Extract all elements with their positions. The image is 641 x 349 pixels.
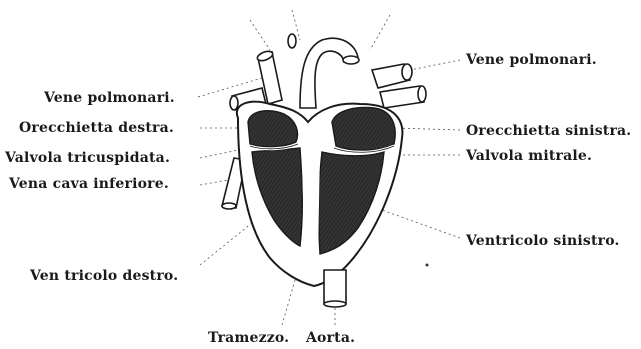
left-atrium	[332, 108, 395, 151]
aortic-arch	[288, 34, 359, 108]
label-vene-polmonari-left: Vene polmonari.	[44, 90, 175, 106]
septum	[302, 148, 320, 256]
leader-vena-cava	[200, 180, 228, 185]
pulmonary-veins-right	[372, 64, 426, 108]
ink-dot	[426, 264, 429, 267]
label-ventricolo-destro: Ven tricolo destro.	[30, 268, 178, 284]
label-valvola-tricuspidata: Valvola tricuspidata.	[5, 150, 170, 166]
label-ventricolo-sinistro: Ventricolo sinistro.	[466, 233, 620, 249]
label-orecchietta-destra: Orecchietta destra.	[19, 120, 174, 136]
label-tramezzo: Tramezzo.	[208, 330, 289, 346]
leader-orecchietta-sinistra	[395, 128, 460, 130]
leader-top-3	[370, 15, 390, 50]
descending-aorta	[324, 270, 346, 307]
label-vene-polmonari-right: Vene polmonari.	[466, 52, 597, 68]
label-aorta: Aorta.	[306, 330, 355, 346]
label-orecchietta-sinistra: Orecchietta sinistra.	[466, 123, 631, 139]
label-vena-cava-inferiore: Vena cava inferiore.	[9, 176, 169, 192]
label-valvola-mitrale: Valvola mitrale.	[466, 148, 592, 164]
leader-top-1	[250, 20, 270, 50]
